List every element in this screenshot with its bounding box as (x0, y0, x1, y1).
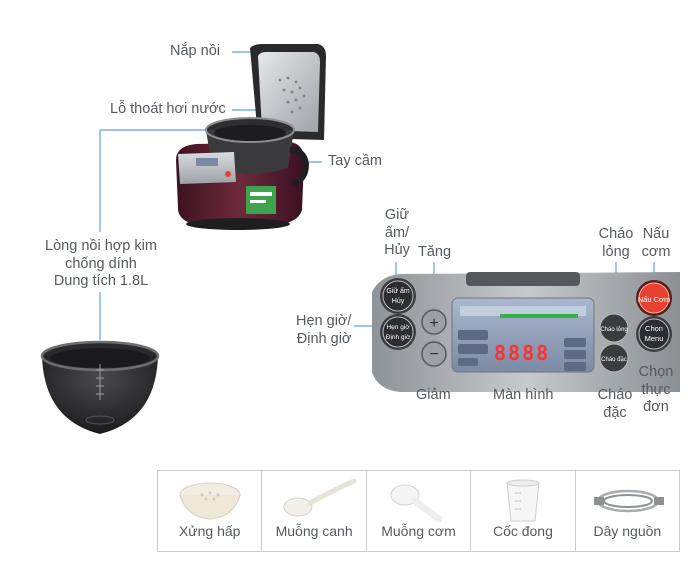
timer-button[interactable]: Hẹn giờ Định giờ (380, 314, 416, 350)
label-increase: Tăng (418, 244, 452, 260)
rice-cooker (176, 44, 326, 230)
label-keep-warm: Giữ ấm/ Hủy (384, 207, 410, 259)
steamer-tray-icon (179, 482, 241, 520)
accessories-row: Xửng hấp Muỗng canh Muỗng cơm Cốc đong (157, 470, 680, 552)
accessory-label: Xửng hấp (178, 523, 241, 539)
accessory-label: Cốc đong (492, 523, 553, 539)
label-thick-porridge: Cháo đặc (597, 387, 633, 421)
accessory-measuring-cup: Cốc đong (471, 471, 576, 551)
svg-text:Giữ ấm: Giữ ấm (386, 286, 410, 295)
thick-porridge-button[interactable]: Cháo đặc (599, 343, 629, 373)
inner-pot (40, 340, 160, 434)
increase-button[interactable]: + (421, 309, 447, 335)
label-steam-vent: Lỗ thoát hơi nước (110, 101, 226, 117)
accessory-label: Dây nguồn (593, 523, 662, 539)
accessory-power-cord: Dây nguồn (576, 471, 679, 551)
rice-cooker-illustration: 8888 Giữ ấm Hủy Hẹn giờ Định giờ + − (40, 44, 680, 434)
label-screen: Màn hình (493, 387, 554, 403)
lcd-display: 8888 (494, 341, 550, 365)
svg-text:Nấu Cơm: Nấu Cơm (638, 295, 670, 304)
menu-button[interactable]: Chọn Menu (636, 316, 672, 352)
cook-rice-button[interactable]: Nấu Cơm (636, 280, 672, 316)
accessory-rice-paddle: Muỗng cơm (367, 471, 472, 551)
accessory-steamer: Xửng hấp (158, 471, 263, 551)
label-handle: Tay cầm (328, 153, 382, 169)
label-lid: Nắp nồi (170, 43, 220, 59)
svg-text:Định giờ: Định giờ (386, 334, 411, 341)
svg-text:Chọn: Chọn (645, 324, 663, 333)
measuring-cup-icon (506, 479, 540, 522)
thin-porridge-button[interactable]: Cháo lỏng (599, 313, 629, 343)
label-choose-menu: Chọn thực đơn (638, 364, 674, 416)
svg-text:Menu: Menu (645, 334, 664, 343)
svg-text:Cháo lỏng: Cháo lỏng (600, 326, 627, 333)
label-inner-pot: Lòng nồi hợp kim chống dính Dung tích 1.… (45, 238, 157, 290)
power-cord-icon (593, 489, 664, 513)
accessory-ladle: Muỗng canh (262, 471, 367, 551)
control-panel: 8888 Giữ ấm Hủy Hẹn giờ Định giờ + − (372, 272, 680, 392)
label-cook-rice: Nấu cơm (641, 226, 671, 260)
label-decrease: Giảm (416, 387, 451, 403)
decrease-button[interactable]: − (421, 341, 447, 367)
svg-text:Hủy: Hủy (392, 297, 405, 305)
keep-warm-button[interactable]: Giữ ấm Hủy (380, 278, 416, 314)
accessory-label: Muỗng canh (275, 523, 353, 539)
label-timer: Hẹn giờ/ Định giờ (296, 313, 352, 347)
svg-text:Hẹn giờ: Hẹn giờ (386, 324, 410, 331)
soup-ladle-icon (283, 478, 357, 517)
svg-text:Cháo đặc: Cháo đặc (601, 357, 627, 363)
label-thin-porridge: Cháo lỏng (598, 226, 634, 260)
svg-text:−: − (429, 346, 438, 363)
svg-text:+: + (429, 315, 438, 332)
rice-paddle-icon (390, 484, 443, 523)
accessory-label: Muỗng cơm (381, 523, 456, 539)
